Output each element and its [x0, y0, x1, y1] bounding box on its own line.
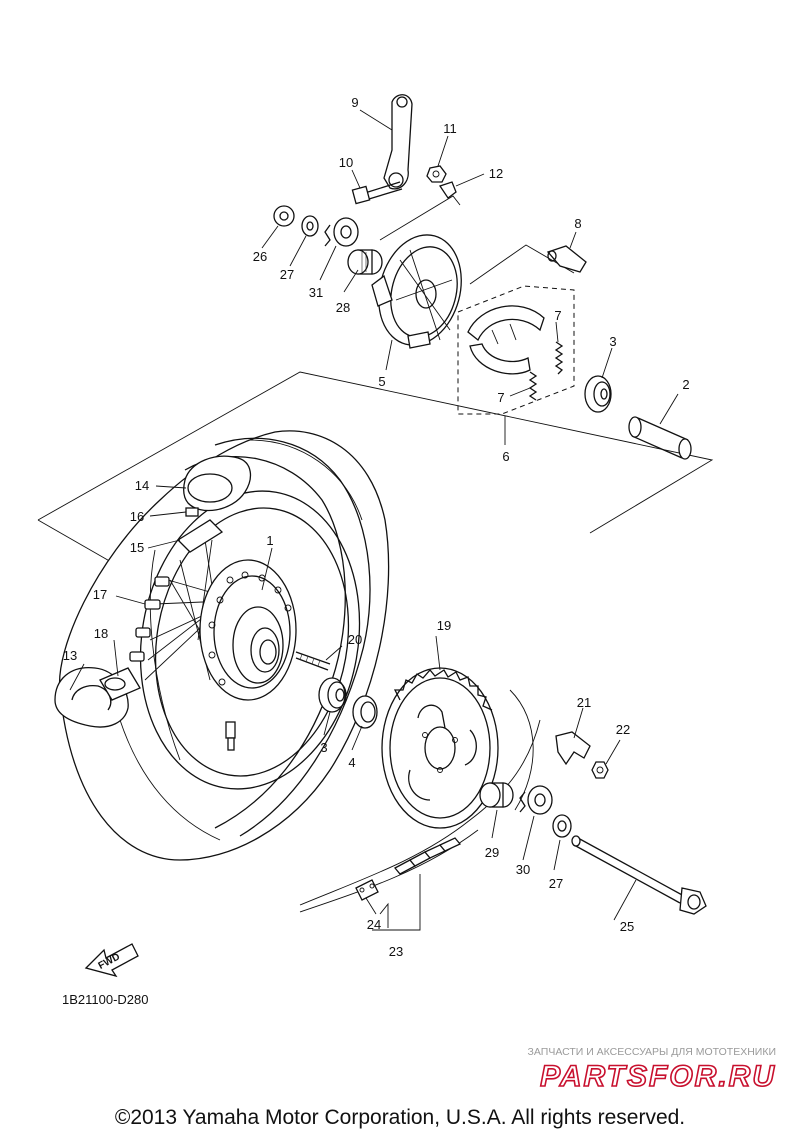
shoe-spring-upper [554, 341, 564, 375]
wear-indicator [438, 181, 457, 199]
nut-11 [426, 165, 447, 183]
brake-cam-lever [383, 94, 413, 190]
callout-23: 23 [389, 944, 403, 959]
diagram-code: 1B21100-D280 [62, 992, 149, 1007]
brake-shoe-plate [371, 234, 462, 349]
watermark-brand: PARTSFOR.RU [540, 1060, 776, 1093]
spacer-2 [628, 416, 692, 460]
spoke-nipples [129, 576, 170, 662]
collar-29 [479, 782, 514, 808]
callout-14: 14 [135, 478, 149, 493]
callout-12: 12 [489, 166, 503, 181]
copyright-notice: ©2013 Yamaha Motor Corporation, U.S.A. A… [115, 1106, 685, 1129]
forward-arrow: FWD [84, 943, 139, 978]
rim-lock [99, 667, 141, 701]
brake-camshaft [347, 249, 383, 275]
callout-5: 5 [378, 374, 385, 389]
oil-seal [352, 695, 378, 729]
valve-stem [225, 721, 236, 751]
callout-8: 8 [574, 216, 581, 231]
drive-chain [299, 689, 541, 913]
stud-bolt [295, 651, 331, 671]
chain-joint [355, 879, 379, 901]
callout-1: 1 [266, 533, 273, 548]
watermark-tagline: ЗАПЧАСТИ И АКСЕССУАРЫ ДЛЯ МОТОТЕХНИКИ [528, 1046, 776, 1058]
callout-15: 15 [130, 540, 144, 555]
bearing-upper [584, 375, 612, 413]
nut-26 [273, 205, 295, 227]
wheel-rim [139, 490, 361, 790]
callout-22: 22 [616, 722, 630, 737]
callout-26: 26 [253, 249, 267, 264]
leader-lines [69, 109, 679, 931]
bearing-lower [318, 677, 347, 713]
rim-band [176, 455, 252, 553]
callout-24: 24 [367, 917, 381, 932]
callout-17: 17 [93, 587, 107, 602]
callout-labels: 1 2 3 3 4 5 6 7 7 8 9 10 11 12 13 14 15 … [63, 95, 690, 959]
callout-31: 31 [309, 285, 323, 300]
bolt-10 [351, 181, 403, 205]
callout-3-lower: 3 [320, 740, 327, 755]
callout-18: 18 [94, 626, 108, 641]
callout-27-lower: 27 [549, 876, 563, 891]
callout-30: 30 [516, 862, 530, 877]
callout-9: 9 [351, 95, 358, 110]
callout-3-upper: 3 [609, 334, 616, 349]
callout-29: 29 [485, 845, 499, 860]
callout-4: 4 [348, 755, 355, 770]
callout-16: 16 [130, 509, 144, 524]
callout-6: 6 [502, 449, 509, 464]
chain-clip [555, 731, 591, 766]
callout-11: 11 [443, 121, 457, 136]
callout-27-upper: 27 [280, 267, 294, 282]
callout-7-lower: 7 [497, 390, 504, 405]
callout-10: 10 [339, 155, 353, 170]
chain-adjuster-lower [519, 785, 553, 815]
callout-13: 13 [63, 648, 77, 663]
callout-28: 28 [336, 300, 350, 315]
rear-axle [571, 835, 707, 915]
washer-27-upper [301, 215, 319, 237]
chain-adjuster-upper [324, 217, 359, 247]
rear-sprocket [381, 667, 499, 829]
callout-19: 19 [437, 618, 451, 633]
washer-27-lower [552, 814, 572, 838]
callout-21: 21 [577, 695, 591, 710]
nut-22 [591, 761, 609, 779]
callout-20: 20 [348, 632, 362, 647]
anchor-pin [546, 245, 587, 273]
callout-25: 25 [620, 919, 634, 934]
callout-2: 2 [682, 377, 689, 392]
callout-7-upper: 7 [554, 308, 561, 323]
wheel-hub [199, 559, 297, 701]
watermark: ЗАПЧАСТИ И АКСЕССУАРЫ ДЛЯ МОТОТЕХНИКИ PA… [528, 1046, 776, 1094]
shoe-spring-lower [528, 371, 538, 401]
brake-shoe-kit [457, 285, 575, 415]
